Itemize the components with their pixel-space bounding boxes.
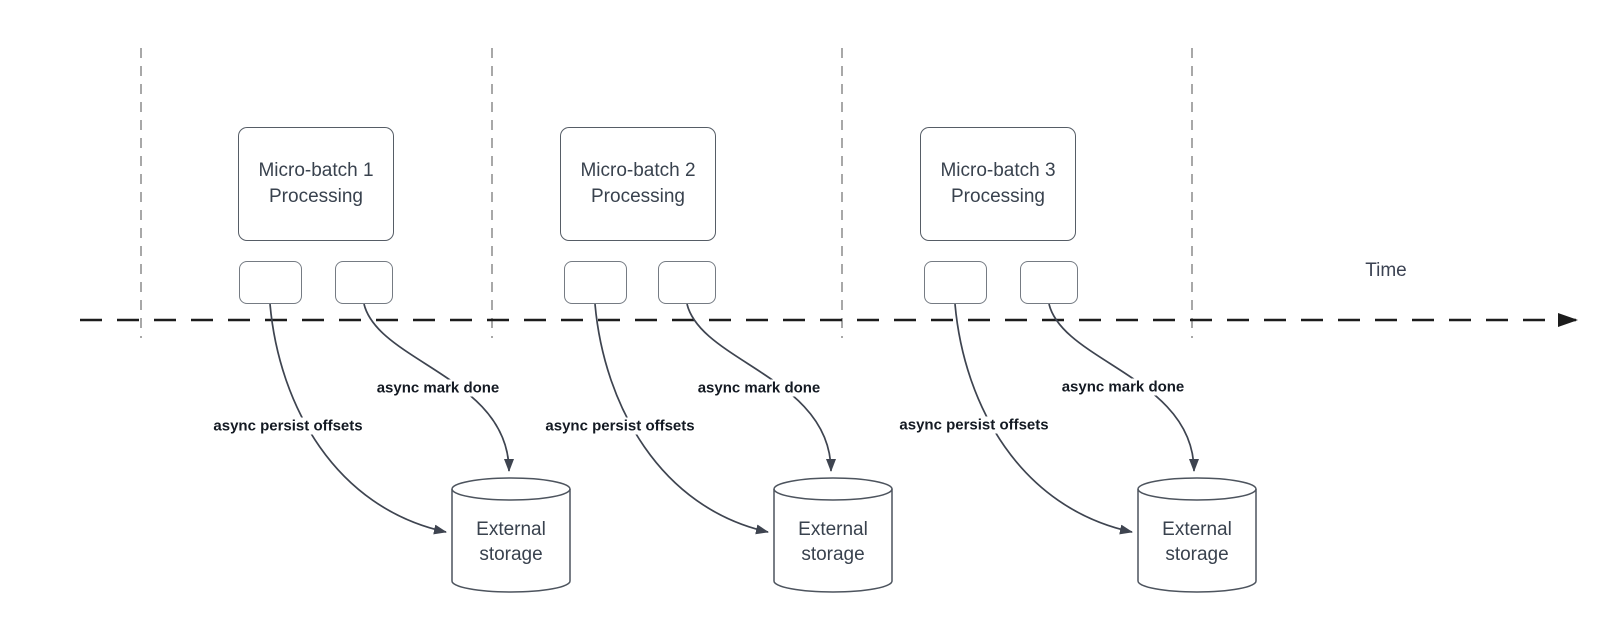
time-axis-label: Time (1365, 260, 1407, 281)
micro-batch-2-offset-task-box (564, 261, 627, 304)
micro-batch-2-commit-task-box (658, 261, 716, 304)
mark-done-arrow-1 (363, 303, 514, 472)
persist-offsets-arrow-1 (269, 303, 447, 535)
storage-line2: storage (1165, 544, 1229, 565)
cylinder-shape (1137, 477, 1257, 593)
micro-batch-1-offset-task-box (239, 261, 302, 304)
external-storage-cylinder-3: External storage (1137, 477, 1257, 593)
external-storage-text-2: External storage (773, 517, 893, 567)
cylinder-shape (773, 477, 893, 593)
mark-done-arrow-2 (686, 303, 836, 472)
persist-offsets-arrow-2 (594, 303, 769, 535)
cylinder-shape (451, 477, 571, 593)
micro-batch-3-commit-task-box (1020, 261, 1078, 304)
micro-batch-3-title-line2: Processing (951, 186, 1045, 207)
persist-offsets-label-3: async persist offsets (897, 416, 1051, 434)
micro-batch-2-title-line2: Processing (591, 186, 685, 207)
micro-batch-1-title-line2: Processing (269, 186, 363, 207)
mark-done-label-3: async mark done (1059, 378, 1187, 396)
mark-done-label-1: async mark done (374, 379, 502, 397)
micro-batch-3-title-line1: Micro-batch 3 (940, 160, 1056, 181)
micro-batch-1-processing-box: Micro-batch 1 Processing (238, 127, 394, 241)
mark-done-label-2: async mark done (695, 379, 823, 397)
storage-line1: External (476, 519, 546, 540)
persist-offsets-arrow-3 (954, 303, 1133, 535)
micro-batch-2-title-line1: Micro-batch 2 (580, 160, 696, 181)
persist-offsets-label-1: async persist offsets (211, 417, 365, 435)
persist-offsets-label-2: async persist offsets (543, 417, 697, 435)
external-storage-text-1: External storage (451, 517, 571, 567)
micro-batch-3-offset-task-box (924, 261, 987, 304)
storage-line1: External (1162, 519, 1232, 540)
micro-batch-3-processing-box: Micro-batch 3 Processing (920, 127, 1076, 241)
external-storage-cylinder-2: External storage (773, 477, 893, 593)
external-storage-text-3: External storage (1137, 517, 1257, 567)
micro-batch-1-commit-task-box (335, 261, 393, 304)
storage-line2: storage (801, 544, 865, 565)
external-storage-cylinder-1: External storage (451, 477, 571, 593)
storage-line2: storage (479, 544, 543, 565)
micro-batch-2-processing-box: Micro-batch 2 Processing (560, 127, 716, 241)
mark-done-arrow-3 (1048, 303, 1199, 472)
micro-batch-1-title-line1: Micro-batch 1 (258, 160, 374, 181)
storage-line1: External (798, 519, 868, 540)
